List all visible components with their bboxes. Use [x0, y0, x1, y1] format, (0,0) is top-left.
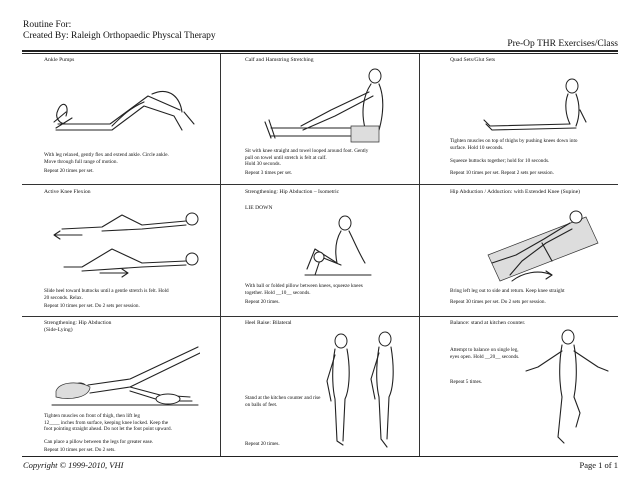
instruction-line: With ball or folded pillow between knees… — [245, 283, 363, 289]
exercise-repeat: Repeat 20 times. — [245, 441, 280, 447]
exercise-repeat: Repeat 20 times per set. — [44, 168, 94, 174]
exercise-title: Strengthening: Hip Abduction – Isometric — [245, 189, 340, 195]
header-rule — [22, 50, 618, 52]
exercise-title: Balance: stand at kitchen counter. — [450, 320, 526, 326]
exercise-instructions: Tighten muscles on top of thighs by push… — [450, 138, 577, 164]
instruction-line: surface. Hold 10 seconds. — [450, 144, 504, 151]
exercise-card-calf-hamstring: Calf and Hamstring Stretching Sit with k… — [221, 54, 419, 184]
heel-raise-illustration — [326, 331, 394, 448]
instruction-line: together. Hold __10__ seconds. — [245, 289, 311, 296]
instruction-line: pull on towel until stretch is felt at c… — [245, 154, 327, 161]
exercise-repeat: Repeat 10 times per set. Do 2 sets. — [44, 447, 116, 453]
exercise-repeat: Repeat 30 times per set. Do 2 sets per s… — [450, 299, 546, 305]
exercise-instructions: With leg relaxed, gently flex and extend… — [44, 152, 169, 165]
routine-for-label: Routine For: — [23, 20, 72, 30]
instruction-line: Sit with knee straight and towel looped … — [245, 148, 369, 154]
knee-flexion-illustration — [53, 212, 199, 278]
grid-divider — [22, 184, 618, 185]
program-title: Pre-Op THR Exercises/Class — [507, 39, 618, 49]
instruction-line: on balls of feet. — [245, 401, 278, 408]
grid-divider — [22, 316, 618, 317]
side-lying-illustration — [51, 346, 200, 406]
exercise-instructions: With ball or folded pillow between knees… — [245, 283, 363, 296]
exercise-card-quad-sets: Quad Sets/Glut Sets Tighten muscles on t… — [420, 54, 618, 184]
quad-sets-illustration — [483, 78, 587, 131]
exercise-card-hip-abduction-isometric: Strengthening: Hip Abduction – Isometric… — [221, 185, 419, 316]
instruction-line: Tighten muscles on top of thighs by push… — [450, 138, 578, 144]
exercise-repeat: Repeat 3 times per set. — [245, 170, 293, 176]
exercise-repeat: Repeat 5 times. — [450, 379, 483, 385]
exercise-card-hip-abduction-supine: Hip Abduction / Adduction: with Extended… — [420, 185, 618, 316]
exercise-instructions: Sit with knee straight and towel looped … — [245, 148, 368, 168]
instruction-line: Hold 30 seconds. — [245, 161, 281, 168]
exercise-title: Hip Abduction / Adduction: with Extended… — [450, 189, 581, 195]
exercise-title: Ankle Pumps — [44, 57, 75, 63]
exercise-card-hip-abduction-side-lying: Strengthening: Hip Abduction (Side-Lying… — [22, 317, 220, 456]
instruction-line: Can place a pillow between the legs for … — [44, 439, 154, 446]
exercise-instructions: Attempt to balance on single leg, eyes o… — [450, 347, 519, 360]
instruction-line: Stand at the kitchen counter and rise — [245, 395, 321, 401]
header-rule-thin — [22, 53, 618, 54]
exercise-repeat: Repeat 10 times per set. Repeat 2 sets p… — [450, 170, 554, 176]
instruction-line: eyes open. Hold __20__ seconds. — [450, 353, 520, 360]
instruction-line: Tighten muscles on front of thigh, then … — [44, 413, 140, 419]
instruction-line: 20 seconds. Relax. — [44, 294, 83, 301]
exercise-instructions: Bring left leg out to side and return. K… — [450, 288, 565, 295]
exercise-instructions: Slide heel toward buttocks until a gentl… — [44, 288, 169, 301]
exercise-instructions: Tighten muscles on front of thigh, then … — [44, 413, 172, 446]
footer-rule — [22, 456, 618, 457]
created-by-label: Created By: Raleigh Orthopaedic Physcal … — [23, 31, 216, 41]
page-number: Page 1 of 1 — [579, 460, 618, 470]
instruction-line: Attempt to balance on single leg, — [450, 347, 519, 353]
exercise-card-balance: Balance: stand at kitchen counter. Attem… — [420, 317, 618, 456]
exercise-title: Heel Raise: Bilateral — [245, 320, 292, 326]
exercise-subtitle: LIE DOWN — [245, 205, 273, 211]
ankle-pumps-illustration — [53, 90, 195, 131]
calf-hamstring-illustration — [264, 68, 384, 143]
exercise-repeat: Repeat 10 times per set. Do 2 sets per s… — [44, 303, 140, 309]
grid-divider — [220, 54, 221, 456]
exercise-grid: Ankle Pumps With leg relaxed, gently fle… — [22, 54, 618, 456]
hip-isometric-illustration — [304, 215, 372, 276]
balance-illustration — [525, 329, 609, 444]
instruction-line: Slide heel toward buttocks until a gentl… — [44, 288, 169, 294]
exercise-title: Calf and Hamstring Stretching — [245, 57, 314, 63]
instruction-line: Bring left leg out to side and return. K… — [450, 288, 565, 294]
copyright-text: Copyright © 1999-2010, VHI — [23, 460, 124, 470]
instruction-line: 12____ inches from surface, keeping knee… — [44, 419, 169, 426]
exercise-title: Active Knee Flexion — [44, 189, 91, 195]
hip-supine-illustration — [487, 210, 599, 282]
exercise-card-ankle-pumps: Ankle Pumps With leg relaxed, gently fle… — [22, 54, 220, 184]
instruction-line — [450, 151, 577, 158]
instruction-line: Squeeze buttocks together; hold for 10 s… — [450, 157, 550, 164]
exercise-instructions: Stand at the kitchen counter and rise on… — [245, 395, 320, 408]
exercise-repeat: Repeat 20 times. — [245, 299, 280, 305]
grid-divider — [419, 54, 420, 456]
exercise-title: Strengthening: Hip Abduction — [44, 320, 112, 326]
exercise-card-heel-raise: Heel Raise: Bilateral Stand at the kitch… — [221, 317, 419, 456]
instruction-line: foot pointing straight ahead. Do not let… — [44, 426, 172, 433]
exercise-subtitle: (Side-Lying) — [44, 327, 73, 333]
exercise-title: Quad Sets/Glut Sets — [450, 57, 496, 63]
exercise-card-active-knee-flexion: Active Knee Flexion Slide heel toward bu… — [22, 185, 220, 316]
instruction-line: With leg relaxed, gently flex and extend… — [44, 152, 169, 158]
instruction-line: Move through full range of motion. — [44, 158, 118, 165]
